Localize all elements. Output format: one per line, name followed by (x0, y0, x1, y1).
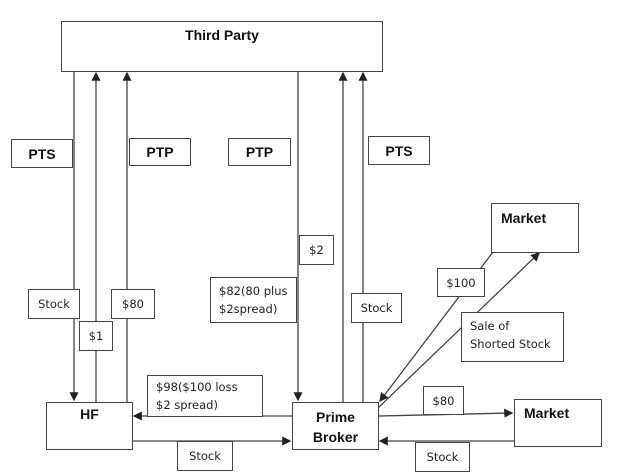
ptp-tag-mid-text: PTP (245, 144, 274, 160)
label-text: Stock (189, 449, 221, 463)
third-party-box: Third Party (61, 21, 383, 72)
label-text: $1 (88, 329, 104, 343)
label-stock-pb-to-tp: Stock (351, 293, 402, 323)
ptp-tag-left: PTP (129, 138, 191, 166)
label-usd80-pb-to-market: $80 (423, 386, 464, 415)
label-stock-hf-to-pb: Stock (177, 441, 233, 471)
label-usd82-note: $82(80 plus $2spread) (210, 277, 297, 323)
market-right-label: Market (524, 405, 570, 421)
market-top-label: Market (501, 210, 547, 226)
label-text: $100 (446, 275, 476, 290)
label-stock-market-to-pb: Stock (415, 442, 470, 472)
label-text: $80 (122, 297, 144, 311)
label-sale-of-shorted-stock: Sale of Shorted Stock (461, 312, 564, 362)
arrow-pb-to-market-sale (377, 252, 540, 409)
label-text: Stock (360, 301, 393, 315)
label-text: $80 (432, 393, 455, 408)
label-usd80-hf-to-tp: $80 (111, 289, 155, 319)
third-party-label: Third Party (185, 27, 259, 43)
hedge-fund-box: HF (46, 402, 133, 450)
label-text: $98($100 loss $2 spread) (156, 380, 238, 412)
pts-tag-left: PTS (11, 139, 73, 168)
market-top-box: Market (491, 203, 579, 253)
label-text: Sale of Shorted Stock (470, 319, 551, 351)
label-usd100-market-to-pb: $100 (437, 268, 485, 297)
label-stock-tp-to-hf: Stock (28, 289, 80, 319)
market-right-box: Market (514, 399, 602, 447)
hedge-fund-label: HF (80, 406, 99, 422)
prime-broker-label: Prime Broker (312, 409, 359, 445)
pts-tag-right: PTS (368, 136, 430, 165)
label-text: $2 (309, 243, 324, 257)
pts-tag-left-text: PTS (28, 145, 56, 162)
ptp-tag-mid: PTP (228, 138, 291, 166)
label-text: $82(80 plus $2spread) (219, 284, 288, 316)
ptp-tag-left-text: PTP (146, 144, 174, 160)
pts-tag-right-text: PTS (385, 142, 413, 159)
prime-broker-box: Prime Broker (292, 402, 379, 450)
label-usd98-pb-to-hf: $98($100 loss $2 spread) (147, 375, 263, 417)
label-usd2-tp-to-pb: $2 (299, 235, 334, 265)
label-text: Stock (38, 297, 70, 311)
label-text: Stock (426, 450, 459, 464)
label-usd1-hf-to-tp: $1 (79, 321, 113, 351)
